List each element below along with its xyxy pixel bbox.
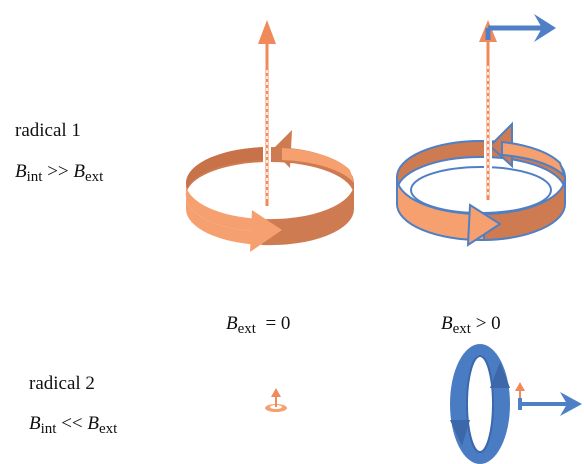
ring-radical1-bext-zero	[185, 20, 355, 252]
b-ext-subscript: ext	[99, 421, 118, 437]
b-ext-symbol: B	[73, 161, 85, 182]
b-int-subscript: int	[26, 169, 43, 185]
radical2-field-relation: Bint << Bext	[29, 413, 117, 440]
ring-radical1-bext-positive	[395, 14, 567, 247]
internal-field-arrowhead	[258, 20, 276, 44]
b-ext-subscript: ext	[452, 321, 471, 337]
b-ext-symbol: B	[441, 313, 453, 334]
radical1-field-relation: Bint >> Bext	[15, 161, 103, 188]
much-less-operator: <<	[56, 413, 88, 434]
ring-radical2-bext-positive	[450, 344, 582, 464]
external-field-arrowhead	[534, 14, 556, 42]
b-int-symbol: B	[29, 413, 41, 434]
ring-front-band-light	[185, 183, 262, 232]
radical2-label: radical 2	[29, 373, 95, 394]
b-ext-symbol: B	[226, 313, 238, 334]
much-greater-operator: >>	[42, 161, 74, 182]
ring-front-band-dark	[262, 183, 355, 246]
column-label-b-ext-positive: Bext > 0	[441, 313, 501, 340]
b-int-symbol: B	[15, 161, 27, 182]
b-ext-subscript: ext	[237, 321, 256, 337]
b-int-subscript: int	[40, 421, 57, 437]
column-label-b-ext-zero: Bext = 0	[226, 313, 290, 340]
equals-zero: = 0	[255, 313, 291, 334]
ring-radical2-bext-zero	[265, 388, 287, 412]
b-ext-subscript: ext	[85, 169, 104, 185]
b-ext-symbol: B	[87, 413, 99, 434]
greater-than-zero: > 0	[470, 313, 501, 334]
radical1-label: radical 1	[15, 120, 81, 141]
ring-arrowhead-front	[250, 210, 282, 252]
